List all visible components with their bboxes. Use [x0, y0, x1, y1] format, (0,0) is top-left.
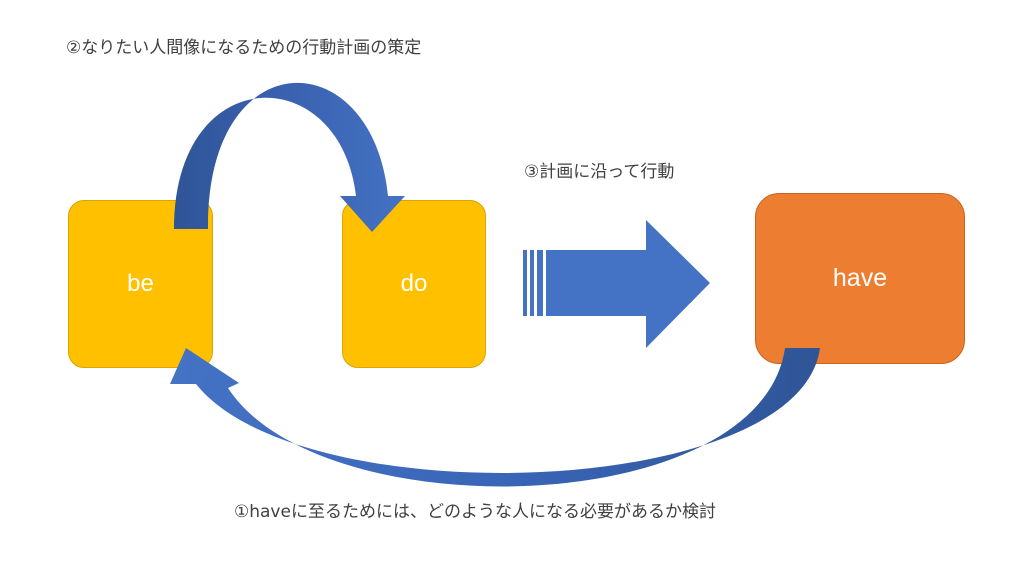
striped-arrow-do-to-have: [523, 220, 710, 348]
box-do: do: [342, 200, 486, 368]
curved-arrow-have-to-be: [170, 348, 820, 487]
curved-arrow-be-to-do: [174, 82, 405, 233]
box-be-label: be: [127, 270, 154, 297]
step2-label: ②なりたい人間像になるための行動計画の策定: [66, 38, 422, 58]
box-have: have: [755, 193, 965, 364]
box-do-label: do: [400, 270, 428, 297]
step1-label: ①haveに至るためには、どのような人になる必要があるか検討: [234, 502, 716, 522]
box-have-label: have: [832, 264, 888, 292]
step3-label: ③計画に沿って行動: [524, 162, 675, 182]
